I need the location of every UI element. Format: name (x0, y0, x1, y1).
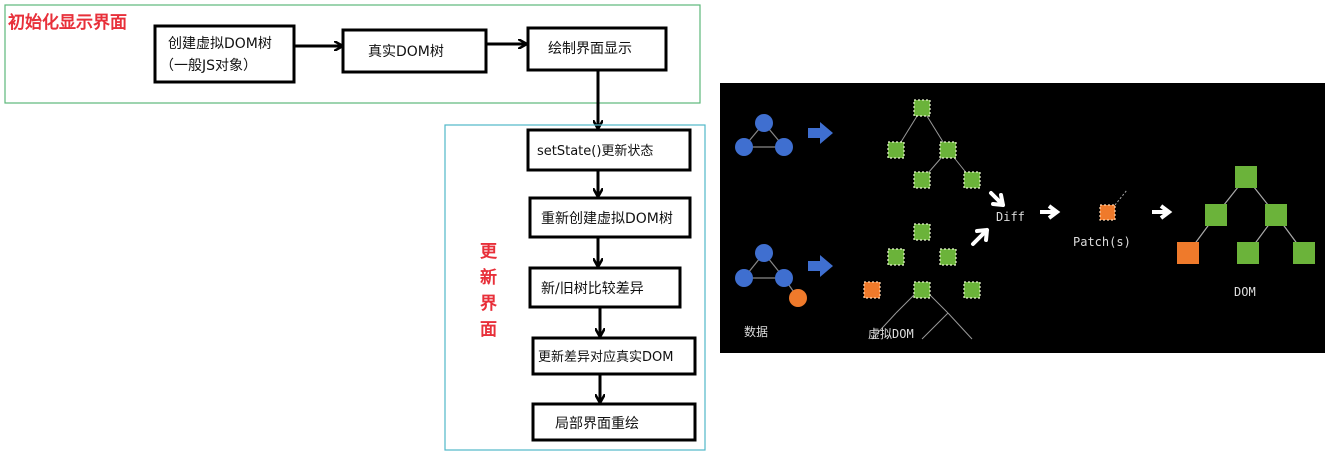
step-patch (531, 336, 697, 376)
step-create-vdom-line2: （一般JS对象） (160, 58, 257, 74)
arrow-up-right-icon (971, 228, 989, 246)
step-setstate (526, 128, 692, 172)
step-real-dom-label: 真实DOM树 (368, 44, 444, 60)
arrow-right-icon (808, 255, 833, 277)
real-dom-tree (1177, 166, 1315, 264)
step-create-vdom (153, 24, 296, 84)
diff-label: Diff (996, 210, 1025, 224)
update-section-title: 更 新 界 面 (480, 242, 498, 340)
data-label: 数据 (744, 324, 768, 339)
step-setstate-label: setState()更新状态 (537, 143, 653, 159)
step-diff (528, 266, 682, 309)
arrow-right-icon (1152, 204, 1173, 220)
step-repaint (531, 402, 697, 442)
step-diff-label: 新/旧树比较差异 (541, 281, 644, 297)
step-render-label: 绘制界面显示 (548, 41, 632, 57)
dom-label: DOM (1234, 285, 1256, 299)
vdom-tree-old (887, 99, 981, 189)
init-section-frame (4, 4, 701, 104)
arrow-right-icon (1040, 204, 1061, 220)
arrow-right-icon (808, 122, 833, 144)
svg-text:更: 更 (480, 242, 498, 262)
patch-node (1099, 204, 1116, 221)
update-section-frame (444, 124, 706, 451)
svg-text:界: 界 (480, 294, 497, 314)
patches-label: Patch(s) (1073, 235, 1131, 249)
virtual-dom-label: 虚拟DOM (868, 327, 914, 341)
vdom-tree-new (863, 223, 981, 340)
vdom-illustration: Diff Patch(s) DOM 数据 虚拟DOM (720, 83, 1325, 353)
arrow-down-right-icon (989, 191, 1005, 207)
step-recreate-vdom (528, 196, 692, 239)
step-real-dom (341, 28, 488, 74)
data-graph-new (735, 244, 807, 307)
step-create-vdom-line1: 创建虚拟DOM树 (168, 36, 272, 52)
data-graph-old (735, 114, 793, 156)
svg-text:新: 新 (480, 267, 497, 288)
init-section-title: 初始化显示界面 (8, 12, 127, 33)
svg-text:面: 面 (480, 320, 497, 340)
step-repaint-label: 局部界面重绘 (555, 416, 639, 432)
step-recreate-vdom-label: 重新创建虚拟DOM树 (541, 211, 673, 227)
step-render (526, 26, 668, 72)
step-patch-label: 更新差异对应真实DOM (538, 349, 673, 365)
